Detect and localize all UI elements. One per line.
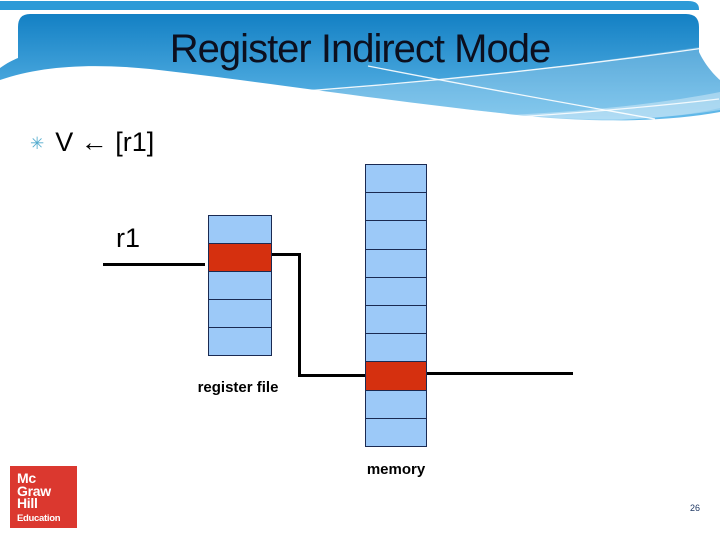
connector-to-memory-line: [298, 374, 365, 377]
bullet-item: ✳ V ← [r1]: [30, 127, 154, 158]
mcgraw-hill-logo: Mc Graw Hill Education: [10, 466, 77, 528]
memory-cell-8: [366, 390, 426, 419]
logo-line-hill: Hill: [17, 495, 38, 511]
asterisk-bullet-icon: ✳: [30, 134, 45, 153]
memory-cell-5: [366, 306, 426, 335]
logo-line-graw: Graw: [17, 482, 51, 499]
register-file-cell-3: [209, 300, 271, 328]
connector-vertical-line: [298, 253, 301, 377]
register-file-cell-1: [209, 244, 271, 272]
memory-cell-6: [366, 334, 426, 363]
header-top-strip: [0, 1, 699, 10]
register-pointer-line: [103, 263, 205, 266]
logo-line-education: Education: [17, 512, 61, 524]
register-file-caption: register file: [197, 379, 279, 396]
slide-title: Register Indirect Mode: [169, 27, 551, 71]
connector-register-out-line: [272, 253, 300, 256]
memory-caption: memory: [366, 461, 426, 478]
memory-cell-2: [366, 221, 426, 250]
memory-cell-3: [366, 249, 426, 278]
memory-cell-7: [366, 362, 426, 391]
memory-cell-1: [366, 193, 426, 222]
memory-stack: [365, 164, 427, 447]
memory-cell-0: [366, 165, 426, 194]
memory-cell-4: [366, 277, 426, 307]
register-file-cell-4: [209, 328, 271, 355]
register-name-label: r1: [116, 223, 141, 253]
register-file-cell-0: [209, 216, 271, 244]
header-white-line-2: [367, 65, 656, 120]
register-file-cell-2: [209, 272, 271, 300]
bullet-text: V ← [r1]: [55, 127, 155, 157]
register-file-stack: [208, 215, 272, 356]
header-overlay-wave-2: [350, 92, 720, 123]
logo-line-mc: Mc: [17, 470, 36, 486]
header-white-line-3: [427, 98, 720, 123]
memory-output-line: [427, 372, 573, 375]
memory-cell-9: [366, 418, 426, 447]
page-number: 26: [690, 503, 701, 513]
